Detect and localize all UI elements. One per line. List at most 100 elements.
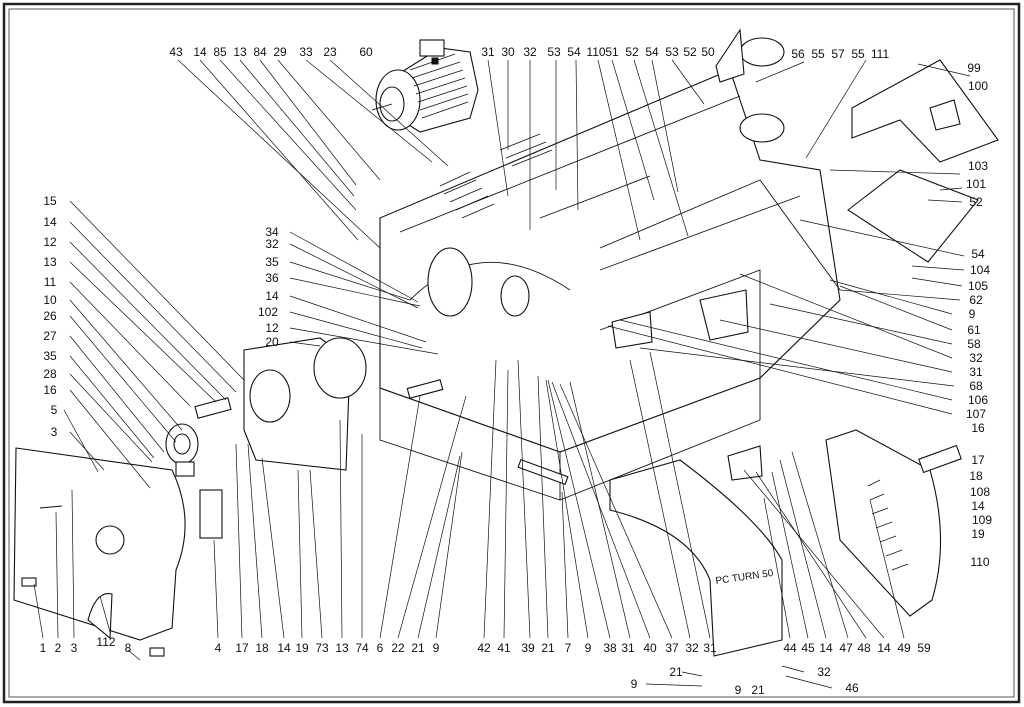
callout: 29 bbox=[273, 45, 287, 59]
callout: 5 bbox=[51, 403, 58, 417]
callout: 41 bbox=[497, 641, 511, 655]
callout: 84 bbox=[253, 45, 267, 59]
callout: 19 bbox=[971, 527, 985, 541]
callout: 37 bbox=[665, 641, 679, 655]
leader-lines bbox=[177, 59, 971, 415]
callout: 32 bbox=[523, 45, 537, 59]
callout: 3 bbox=[71, 641, 78, 655]
leader-lines-left bbox=[63, 200, 439, 489]
callout: 8 bbox=[125, 641, 132, 655]
callout: 14 bbox=[819, 641, 833, 655]
callout: 57 bbox=[831, 47, 845, 61]
callout: 32 bbox=[265, 237, 279, 251]
callout: 100 bbox=[968, 79, 988, 93]
callout: 59 bbox=[917, 641, 931, 655]
callout: 38 bbox=[603, 641, 617, 655]
callout: 7 bbox=[565, 641, 572, 655]
callout: 104 bbox=[970, 263, 990, 277]
pulley-assembly bbox=[165, 337, 367, 539]
callout: 112 bbox=[96, 635, 115, 649]
callouts-top: 43 14 85 13 84 29 33 23 60 31 30 32 53 5… bbox=[169, 45, 988, 93]
callout: 13 bbox=[335, 641, 349, 655]
callout: 35 bbox=[265, 255, 279, 269]
callout: 60 bbox=[359, 45, 373, 59]
motor bbox=[371, 39, 479, 133]
callout: 17 bbox=[971, 453, 985, 467]
callouts-right: 103 101 52 54 104 105 62 9 61 58 32 31 6… bbox=[966, 159, 992, 569]
callout: 13 bbox=[233, 45, 247, 59]
callout: 10 bbox=[43, 293, 57, 307]
callout: 54 bbox=[971, 247, 985, 261]
callout: 9 bbox=[433, 641, 440, 655]
callout: 30 bbox=[501, 45, 515, 59]
callout: 105 bbox=[968, 279, 988, 293]
callout: 103 bbox=[968, 159, 988, 173]
callout: 19 bbox=[295, 641, 309, 655]
callout: 6 bbox=[377, 641, 384, 655]
callout: 28 bbox=[43, 367, 57, 381]
callout: 27 bbox=[43, 329, 57, 343]
callout: 99 bbox=[967, 61, 981, 75]
inner-border bbox=[8, 8, 1015, 698]
callout: 14 bbox=[43, 215, 57, 229]
callout: 17 bbox=[235, 641, 249, 655]
callout: 12 bbox=[265, 321, 279, 335]
callout: 58 bbox=[967, 337, 981, 351]
callout: 35 bbox=[43, 349, 57, 363]
callout: 102 bbox=[258, 305, 278, 319]
callout: 4 bbox=[215, 641, 222, 655]
callout: 52 bbox=[683, 45, 697, 59]
callout: 106 bbox=[968, 393, 988, 407]
callout: 32 bbox=[969, 351, 983, 365]
callout: 11 bbox=[44, 275, 57, 289]
callout: 74 bbox=[355, 641, 369, 655]
callout: 21 bbox=[411, 641, 425, 655]
callout: 1 bbox=[40, 641, 47, 655]
callout: 108 bbox=[970, 485, 990, 499]
callout: 14 bbox=[277, 641, 291, 655]
left-cover bbox=[13, 447, 186, 657]
callout: 21 bbox=[751, 683, 765, 697]
callout: 9 bbox=[585, 641, 592, 655]
callout: 34 bbox=[265, 225, 279, 239]
callout: 40 bbox=[643, 641, 657, 655]
callout: 62 bbox=[969, 293, 983, 307]
callout: 14 bbox=[265, 289, 279, 303]
callout: 54 bbox=[645, 45, 659, 59]
callout: 20 bbox=[265, 335, 279, 349]
callout: 48 bbox=[857, 641, 871, 655]
callout: 110 bbox=[586, 45, 605, 59]
callout: 14 bbox=[877, 641, 891, 655]
callout: 14 bbox=[193, 45, 207, 59]
callout: 68 bbox=[969, 379, 983, 393]
callout: 55 bbox=[851, 47, 865, 61]
callout: 51 bbox=[605, 45, 619, 59]
callout: 21 bbox=[541, 641, 555, 655]
callout: 31 bbox=[703, 641, 717, 655]
callout: 26 bbox=[43, 309, 57, 323]
callout: 111 bbox=[871, 47, 890, 61]
callout: 18 bbox=[969, 469, 983, 483]
callout: 52 bbox=[969, 195, 983, 209]
callout: 43 bbox=[169, 45, 183, 59]
top-cover bbox=[715, 28, 999, 263]
callout: 18 bbox=[255, 641, 269, 655]
callout: 13 bbox=[43, 255, 57, 269]
callout: 45 bbox=[801, 641, 815, 655]
callout: 55 bbox=[811, 47, 825, 61]
callouts-bottom: 1 2 3 112 8 4 17 18 14 19 73 13 74 6 22 … bbox=[40, 635, 931, 655]
callout: 53 bbox=[665, 45, 679, 59]
callout: 36 bbox=[265, 271, 279, 285]
callout: 31 bbox=[621, 641, 635, 655]
leader-lines-bottom bbox=[33, 351, 905, 661]
callout: 101 bbox=[966, 177, 986, 191]
callout: 9 bbox=[969, 307, 976, 321]
callout: 22 bbox=[391, 641, 405, 655]
callout: 52 bbox=[625, 45, 639, 59]
callout: 107 bbox=[966, 407, 986, 421]
callout: 15 bbox=[43, 194, 57, 208]
callout: 47 bbox=[839, 641, 853, 655]
callout: 85 bbox=[213, 45, 227, 59]
front-panel: PC TURN 50 bbox=[609, 445, 783, 657]
